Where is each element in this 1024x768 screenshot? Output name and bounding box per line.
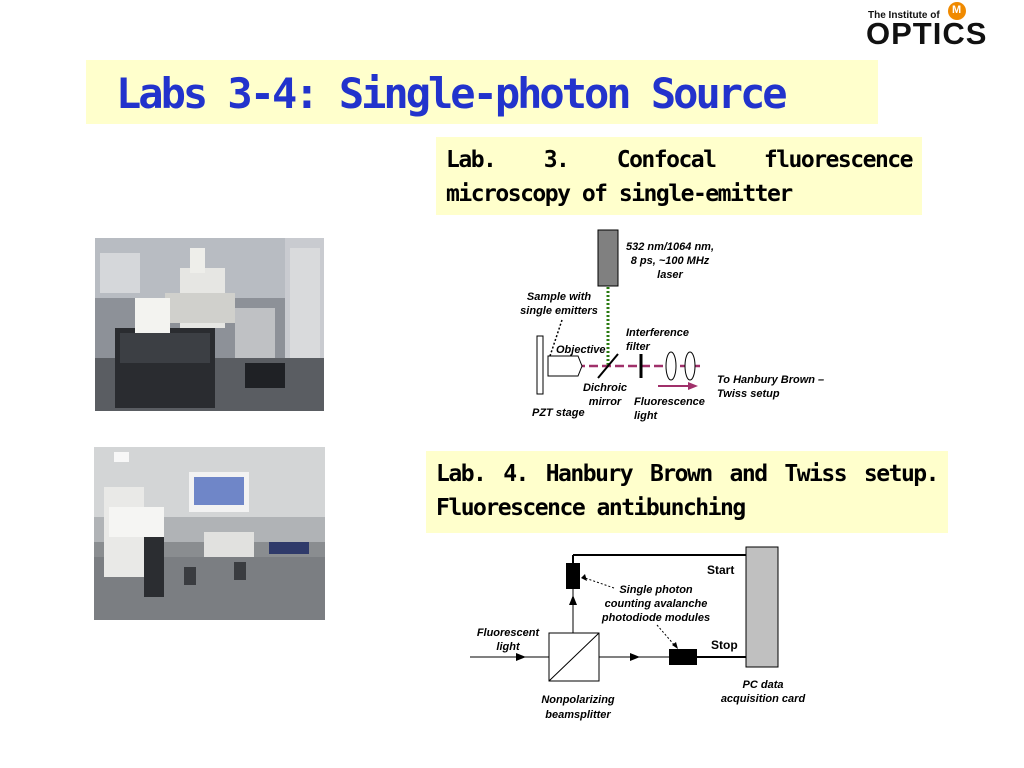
institute-logo: The Institute of OPTICS <box>862 2 1022 50</box>
spcm-pointer-top <box>584 577 615 589</box>
dichroic-label-1: Dichroic <box>583 382 627 394</box>
fluorescent-label-1: Fluorescent <box>477 627 541 639</box>
reflected-arrow <box>569 595 577 605</box>
pc-card <box>745 546 779 668</box>
laser-label-2: 8 ps, ~100 MHz <box>631 255 710 267</box>
lens-1 <box>665 351 677 381</box>
interference-label-2: filter <box>626 341 651 353</box>
spcm-label-1: Single photon <box>619 584 693 596</box>
start-label: Start <box>707 563 734 577</box>
input-arrow <box>516 653 526 661</box>
sample-label-1: Sample with <box>527 291 591 303</box>
logo-badge-icon <box>948 2 966 20</box>
logo-small-text: The Institute of <box>868 10 940 21</box>
spcm-pointer-right <box>656 624 677 648</box>
interference-label-1: Interference <box>626 327 689 339</box>
slide-title: Labs 3-4: Single-photon Source <box>116 69 788 118</box>
dichroic-mirror <box>597 353 619 379</box>
fluorescent-label-2: light <box>496 641 521 653</box>
objective-lens <box>547 355 583 377</box>
logo-big-text: OPTICS <box>866 16 988 51</box>
pc-label-2: acquisition card <box>721 693 806 705</box>
hbt-label-1: To Hanbury Brown – <box>717 374 824 386</box>
spcm-pointer-top-head <box>581 574 587 581</box>
detector-right <box>669 649 697 665</box>
title-box: Labs 3-4: Single-photon Source <box>86 60 878 124</box>
pzt-stage <box>536 335 544 395</box>
hbt-lab-photo <box>94 447 325 620</box>
lab4-description: Lab. 4. Hanbury Brown and Twiss setup. F… <box>426 451 948 533</box>
lens-2 <box>684 351 696 381</box>
transmitted-arrow <box>630 653 640 661</box>
fluor-label-1: Fluorescence <box>634 396 705 408</box>
spcm-label-2: counting avalanche <box>605 598 708 610</box>
sample-label-2: single emitters <box>520 305 598 317</box>
pc-label-1: PC data <box>743 679 784 691</box>
confocal-lab-photo <box>95 238 324 411</box>
beamsplitter-label-2: beamsplitter <box>545 709 611 721</box>
fluorescence-arrowhead <box>688 382 698 390</box>
hbt-label-2: Twiss setup <box>717 388 780 400</box>
laser-label-1: 532 nm/1064 nm, <box>626 241 714 253</box>
laser-block <box>597 229 619 287</box>
spcm-label-3: photodiode modules <box>601 612 710 624</box>
fluor-label-2: light <box>634 410 659 422</box>
laser-label-3: laser <box>657 269 683 281</box>
stop-label: Stop <box>711 638 738 652</box>
beamsplitter-diagonal <box>548 632 600 682</box>
spcm-pointer-right-head <box>672 642 678 649</box>
lab3-description: Lab. 3. Confocal fluorescence microscopy… <box>436 137 922 215</box>
beamsplitter-label-1: Nonpolarizing <box>541 694 615 706</box>
hbt-lab-photo-image <box>94 447 325 620</box>
confocal-lab-photo-image <box>95 238 324 411</box>
objective-label: Objective <box>556 344 606 356</box>
detector-top <box>566 563 580 589</box>
dichroic-label-2: mirror <box>589 396 622 408</box>
pzt-label: PZT stage <box>532 407 585 419</box>
